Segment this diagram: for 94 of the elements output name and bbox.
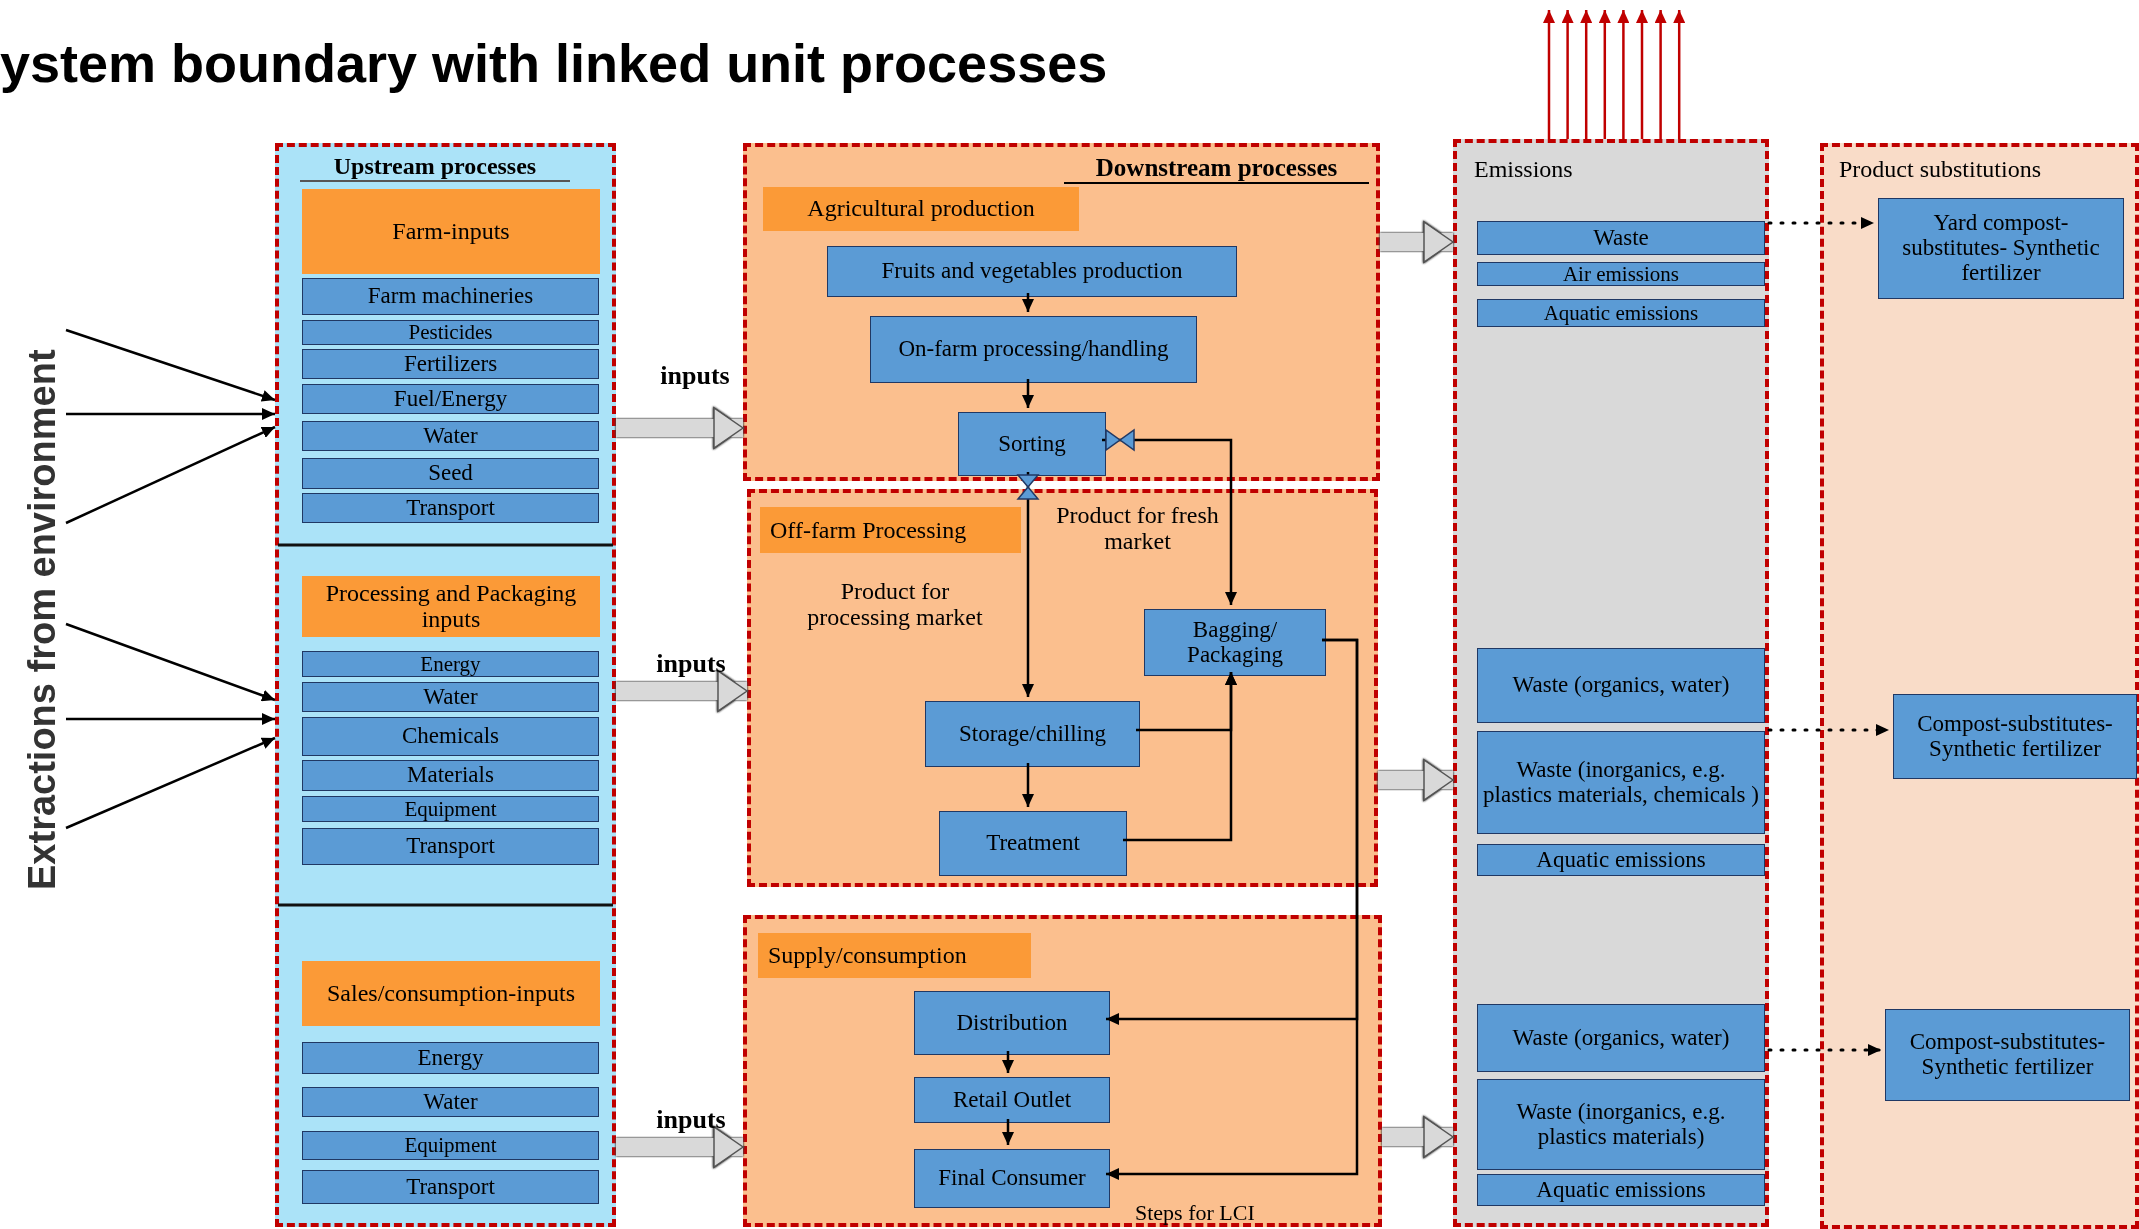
arrow — [1102, 438, 1237, 605]
arrow — [1022, 763, 1034, 807]
arrow — [1654, 10, 1667, 139]
process-box: Pesticides — [302, 320, 599, 345]
process-box: Aquatic emissions — [1477, 844, 1765, 876]
process-box: Equipment — [302, 796, 599, 822]
group-title: Downstream processes — [1064, 154, 1369, 184]
process-box: Yard compost- substitutes- Synthetic fertilizer — [1878, 198, 2124, 299]
process-box: Equipment — [302, 1131, 599, 1160]
edge-label: inputs — [655, 1106, 727, 1135]
process-box: Water — [302, 421, 599, 451]
arrow — [1022, 293, 1034, 312]
note-text: Steps for LCI — [1135, 1200, 1255, 1226]
process-box: Energy — [302, 1042, 599, 1074]
arrow — [65, 328, 276, 402]
process-box: Waste (inorganics, e.g. plastics materials, chemicals ) — [1477, 731, 1765, 834]
arrow — [1022, 379, 1034, 408]
process-box: Transport — [302, 828, 599, 865]
arrow — [1598, 10, 1611, 139]
process-box: Waste (organics, water) — [1477, 648, 1765, 723]
block-arrow — [1378, 759, 1454, 801]
process-box: Fruits and vegetables production — [827, 246, 1237, 297]
arrow — [1022, 472, 1034, 697]
process-box: Energy — [302, 651, 599, 677]
group-title: Emissions — [1474, 154, 1574, 184]
process-box: Retail Outlet — [914, 1077, 1110, 1123]
process-box: Fuel/Energy — [302, 384, 599, 414]
arrow — [1123, 672, 1237, 842]
side-caption: Extractions from environment — [18, 330, 66, 910]
process-box: Fertilizers — [302, 349, 599, 379]
process-box: Seed — [302, 458, 599, 489]
process-box: Aquatic emissions — [1477, 1174, 1765, 1206]
group-title: Product substitutions — [1839, 154, 2043, 184]
dotted-arrow — [1767, 724, 1891, 736]
process-box: Waste (inorganics, e.g. plastics materials) — [1477, 1079, 1765, 1170]
diagram-title: ystem boundary with linked unit processes — [0, 32, 1108, 94]
process-box: Bagging/ Packaging — [1144, 609, 1326, 676]
arrow — [1580, 10, 1593, 139]
arrow — [1543, 10, 1555, 139]
process-box: Transport — [302, 1170, 599, 1204]
group-box — [747, 489, 1378, 887]
section-heading: Sales/consumption-inputs — [302, 961, 600, 1026]
process-box: Transport — [302, 493, 599, 523]
arrow — [1002, 1051, 1014, 1073]
block-arrow — [616, 670, 748, 712]
edge-label: Product for processing market — [806, 578, 984, 631]
group-box — [1820, 143, 2139, 1229]
process-box: Aquatic emissions — [1477, 299, 1765, 327]
process-box: Storage/chilling — [925, 701, 1140, 767]
section-heading: Farm-inputs — [302, 189, 600, 274]
process-box: On-farm processing/handling — [870, 316, 1197, 383]
dotted-arrow — [1767, 1044, 1883, 1056]
arrow — [1617, 10, 1630, 139]
process-box: Waste — [1477, 221, 1765, 255]
arrow — [1673, 10, 1686, 139]
group-box — [743, 915, 1382, 1227]
process-box: Compost-substitutes- Synthetic fertilizer — [1893, 694, 2137, 779]
edge-label: inputs — [655, 650, 727, 679]
process-box: Distribution — [914, 991, 1110, 1055]
section-heading: Supply/consumption — [758, 933, 1031, 978]
arrow — [1002, 1119, 1014, 1145]
process-box: Water — [302, 682, 599, 712]
arrow — [65, 622, 276, 702]
group-box — [275, 143, 616, 1227]
arrow — [1636, 10, 1648, 139]
arrow — [66, 408, 275, 420]
process-box: Treatment — [939, 811, 1127, 876]
block-arrow — [616, 1126, 744, 1168]
group-title: Upstream processes — [300, 152, 570, 182]
block-arrow — [1380, 221, 1454, 263]
section-heading: Processing and Packaging inputs — [302, 576, 600, 637]
arrow — [1106, 638, 1359, 1180]
arrow — [65, 736, 276, 830]
process-box: Sorting — [958, 412, 1106, 476]
block-arrow — [1382, 1116, 1454, 1158]
edge-label: inputs — [659, 362, 731, 391]
block-arrow — [616, 407, 744, 449]
arrow — [1561, 10, 1574, 139]
edge-label: Product for fresh market — [1055, 502, 1220, 555]
group-box — [743, 143, 1380, 481]
section-heading: Agricultural production — [763, 187, 1079, 231]
section-heading: Off-farm Processing — [760, 507, 1021, 553]
process-box: Water — [302, 1087, 599, 1117]
process-box: Air emissions — [1477, 262, 1765, 286]
process-box: Waste (organics, water) — [1477, 1004, 1765, 1072]
arrow — [66, 713, 275, 725]
process-box: Farm machineries — [302, 278, 599, 315]
arrow — [65, 425, 276, 525]
group-box — [1453, 139, 1769, 1227]
process-box: Materials — [302, 760, 599, 791]
dotted-arrow — [1767, 217, 1876, 229]
process-box: Chemicals — [302, 717, 599, 756]
process-box: Final Consumer — [914, 1149, 1110, 1208]
process-box: Compost-substitutes- Synthetic fertilizer — [1885, 1009, 2130, 1101]
